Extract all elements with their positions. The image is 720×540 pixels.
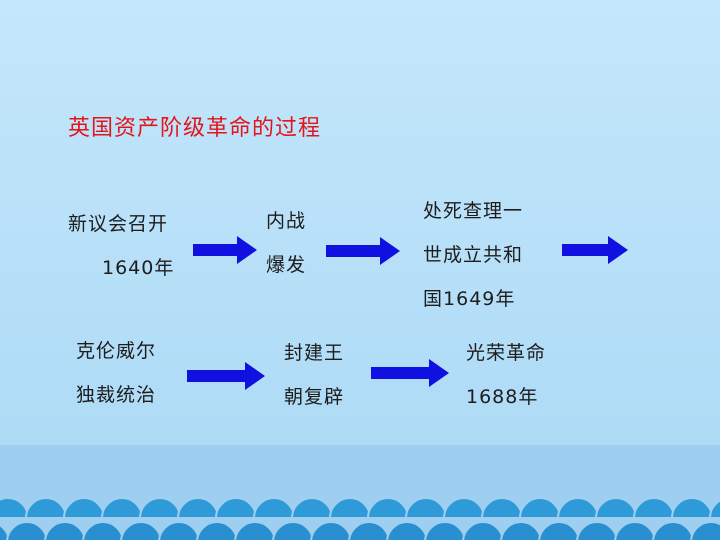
node-glorious-line1: 光荣革命 xyxy=(466,342,547,364)
wave-scallop xyxy=(404,497,448,519)
wave-scallop xyxy=(310,521,352,540)
right-arrow-icon xyxy=(193,236,257,264)
node-civil-war-line2: 爆发 xyxy=(266,254,307,276)
node-cromwell-line2: 独裁统治 xyxy=(76,384,157,406)
wave-scallop xyxy=(594,497,638,519)
right-arrow-icon xyxy=(187,362,265,390)
wave-scallop xyxy=(386,521,428,540)
node-execution-line1: 处死查理一 xyxy=(423,200,524,222)
wave-scallop xyxy=(518,497,562,519)
year-suffix: 年 xyxy=(154,257,175,279)
year-suffix: 年 xyxy=(495,288,516,310)
node-cromwell: 克伦威尔 独裁统治 xyxy=(76,329,156,417)
year-suffix: 年 xyxy=(518,386,539,408)
wave-scallop xyxy=(424,521,466,540)
wave-scallop xyxy=(24,497,68,519)
wave-scallop xyxy=(480,497,524,519)
node-cromwell-line1: 克伦威尔 xyxy=(76,340,157,362)
wave-scallop xyxy=(0,497,30,519)
node-restoration-line2: 朝复辟 xyxy=(284,386,345,408)
node-civil-war: 内战 爆发 xyxy=(266,199,306,287)
node-restoration-line1: 封建王 xyxy=(284,342,345,364)
wave-scallop xyxy=(44,521,86,540)
wave-scallop xyxy=(576,521,618,540)
wave-scallop xyxy=(290,497,334,519)
wave-scallop xyxy=(214,497,258,519)
node-restoration: 封建王 朝复辟 xyxy=(284,331,344,419)
wave-scallop xyxy=(196,521,238,540)
year-1688: 1688 xyxy=(466,386,519,408)
wave-scallop xyxy=(670,497,714,519)
node-execution-line3-prefix: 国 xyxy=(423,288,444,310)
wave-scallop xyxy=(100,497,144,519)
wave-scallop xyxy=(62,497,106,519)
wave-scallop xyxy=(614,521,656,540)
wave-scallop xyxy=(442,497,486,519)
node-glorious-line2: 1688年 xyxy=(466,375,546,419)
wave-scallop xyxy=(138,497,182,519)
right-arrow-icon xyxy=(371,359,449,387)
wave-scallop xyxy=(6,521,48,540)
node-new-parliament-line2: 1640年 xyxy=(68,246,174,290)
node-execution-line2: 世成立共和 xyxy=(423,244,524,266)
wave-scallop xyxy=(328,497,372,519)
wave-scallop xyxy=(252,497,296,519)
wave-scallop xyxy=(158,521,200,540)
node-execution-line3: 国1649年 xyxy=(423,277,523,321)
wave-scallop xyxy=(176,497,220,519)
wave-scallop xyxy=(82,521,124,540)
wave-scallop xyxy=(556,497,600,519)
wave-scallop xyxy=(708,499,720,519)
wave-scallop-icon xyxy=(0,497,720,540)
wave-scallop xyxy=(690,521,720,540)
wave-scallop xyxy=(500,521,542,540)
slide-title: 英国资产阶级革命的过程 xyxy=(68,116,322,141)
wave-scallop xyxy=(234,521,276,540)
node-execution-republic: 处死查理一 世成立共和 国1649年 xyxy=(423,189,523,321)
node-glorious-revolution: 光荣革命 1688年 xyxy=(466,331,546,419)
wave-scallop xyxy=(348,521,390,540)
wave-scallop xyxy=(632,497,676,519)
right-arrow-icon xyxy=(326,237,400,265)
wave-scallop xyxy=(120,521,162,540)
node-new-parliament-line1: 新议会召开 xyxy=(68,213,169,235)
wave-scallop xyxy=(652,521,694,540)
node-civil-war-line1: 内战 xyxy=(266,210,307,232)
node-new-parliament: 新议会召开 1640年 xyxy=(68,202,174,290)
right-arrow-icon xyxy=(562,236,628,264)
wave-scallop xyxy=(272,521,314,540)
year-1640: 1640 xyxy=(102,257,155,279)
wave-scallop xyxy=(538,521,580,540)
wave-scallop xyxy=(366,497,410,519)
wave-scallop xyxy=(462,521,504,540)
year-1649: 1649 xyxy=(443,288,496,310)
